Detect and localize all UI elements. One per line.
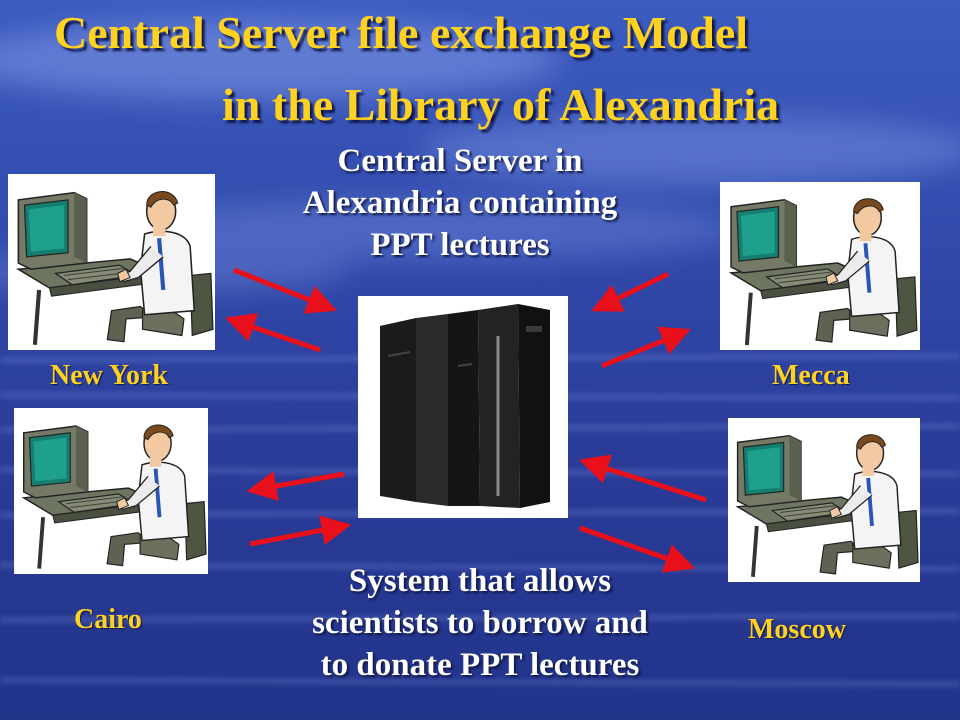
- server-caption: Central Server in Alexandria containing …: [230, 140, 690, 266]
- city-label-mecca: Mecca: [772, 360, 850, 391]
- server-caption-line3: PPT lectures: [370, 227, 550, 263]
- central-server: [358, 296, 568, 518]
- computer-user-icon: [735, 432, 920, 579]
- slide-title-line1: Central Server file exchange Model: [54, 7, 749, 58]
- computer-user-moscow: [728, 418, 920, 582]
- system-caption-line3: to donate PPT lectures: [320, 647, 640, 683]
- system-caption-line2: scientists to borrow and: [312, 605, 648, 641]
- computer-user-icon: [21, 423, 208, 571]
- system-caption-line1: System that allows: [348, 563, 612, 599]
- city-label-cairo: Cairo: [74, 604, 142, 635]
- computer-user-icon: [8, 174, 215, 350]
- computer-user-cairo: [14, 408, 208, 574]
- slide-title-line2: in the Library of Alexandria: [222, 79, 780, 130]
- computer-user-icon: [729, 196, 919, 348]
- computer-user-mecca: [720, 182, 920, 350]
- city-label-new-york: New York: [50, 360, 168, 391]
- system-caption: System that allows scientists to borrow …: [210, 560, 750, 686]
- server-caption-line2: Alexandria containing: [302, 185, 618, 221]
- city-label-moscow: Moscow: [748, 614, 846, 645]
- server-caption-line1: Central Server in: [337, 143, 583, 179]
- computer-user-new-york: [8, 174, 215, 350]
- mainframe-server-icon: [368, 304, 558, 508]
